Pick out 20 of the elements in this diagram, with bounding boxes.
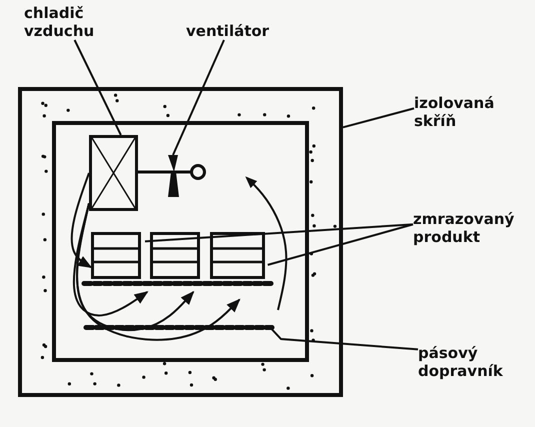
leader-line [269,326,418,350]
product-tray [210,232,265,279]
conveyor-belt [82,280,274,287]
label-text: izolovaná skříň [414,94,496,130]
product-tray [150,232,200,279]
leader-line [342,107,414,128]
air-cooler [89,135,138,211]
fan-drawing [138,155,208,199]
label-text: ventilátor [186,22,270,40]
product-tray [91,232,141,279]
label-text: zmrazovaný produkt [413,210,516,246]
label-text: chladič vzduchu [24,4,96,40]
airflow-arrow [76,203,240,341]
leader-line [172,40,225,156]
leader-line [267,223,414,266]
label-text: pásový dopravník [418,344,504,380]
airflow-arrow [72,203,148,316]
airflow-arrow [70,172,92,268]
insulated-cabinet [18,87,343,397]
conveyor-belt [84,324,274,331]
